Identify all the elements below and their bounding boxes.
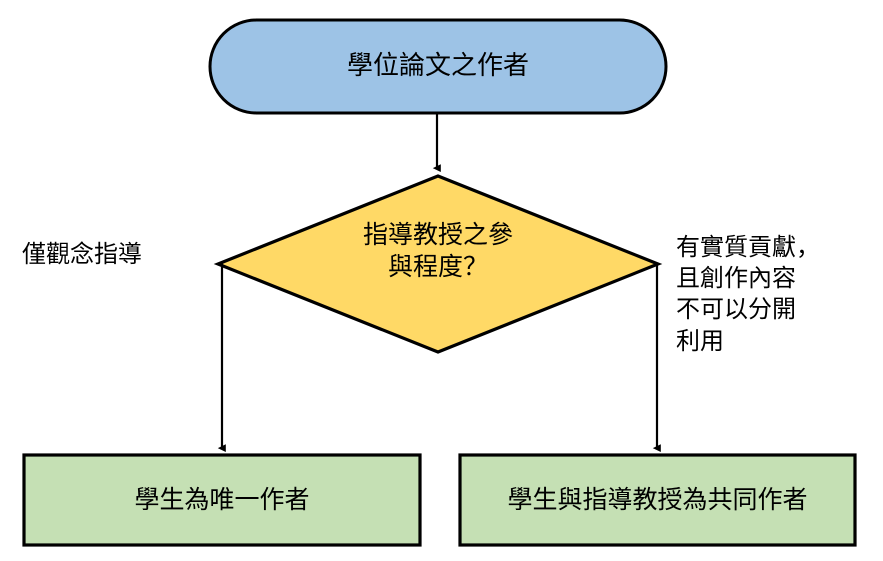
outcome-right-shape[interactable] [458, 453, 857, 547]
outcome-left-shape[interactable] [22, 453, 422, 547]
decision-node-shape[interactable] [213, 174, 663, 354]
connector-decision-to-outcome-left [217, 262, 226, 453]
start-node-shape[interactable] [208, 18, 668, 115]
